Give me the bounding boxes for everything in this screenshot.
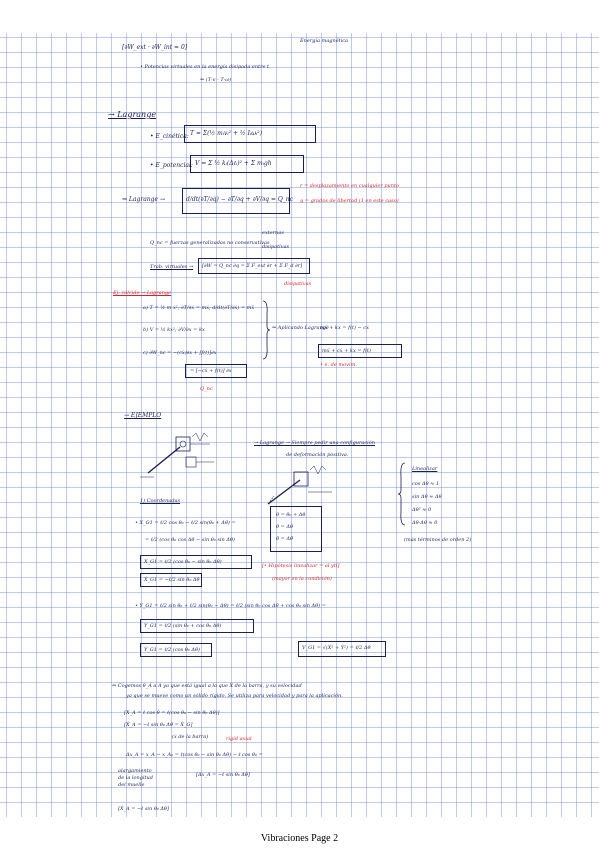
last-line: [Ẋ_A = −ℓ sin θ₀ Δθ̇] <box>118 806 170 812</box>
theta-box <box>270 506 322 552</box>
linealizar-1: cos Δθ ≈ 1 <box>412 481 440 487</box>
lagrange-note-2: de deformación positiva. <box>286 452 349 458</box>
lagrange-equation-box <box>182 188 290 214</box>
delta-side-note: alargamiento de la longitud del muelle <box>118 768 153 788</box>
e-potencial-label: • E_potencial: <box>150 162 193 169</box>
top-right-note: Energía magnética <box>300 38 349 44</box>
top-note: • Potencias virtuales en la energía disi… <box>140 64 270 70</box>
vg1-result-box <box>298 641 386 657</box>
hipotesis-note: (mayor en la condición) <box>272 576 332 582</box>
xg1-equation: • X_G1 = ℓ/2 cos θ₀ − ℓ/2 sin(θ₀ + Δθ) = <box>135 520 236 526</box>
item-c-result-box <box>185 364 247 378</box>
qnc-branch-disipativas: disipativas <box>262 244 290 250</box>
linealizar-title: Linealizar <box>412 466 438 472</box>
yg1-dot-box <box>140 643 212 657</box>
yg1-result: Y_G1 = ℓ/2 (sin θ₀ + cos θ₀ Δθ) <box>144 623 222 629</box>
qnc-branch-externas: externas <box>262 230 284 236</box>
xa-note: (ẋ de la barra) <box>172 734 209 740</box>
qnc-tag: Q_nc <box>200 386 213 392</box>
page-footer: Vibraciones Page 2 <box>260 833 339 844</box>
result-box <box>318 344 402 358</box>
result-equation: mẍ + kx = f(t) − cẋ <box>320 325 369 331</box>
e-cinetica-box <box>184 125 316 143</box>
linealizar-brace <box>397 462 406 526</box>
xg1-dot: Ẋ_G1 = −ℓ/2 sin θ₀ Δθ̇ <box>144 577 200 583</box>
vg1-result: V_G1 = √(Ẋ² + Ẏ²) = ℓ/2 Δθ̇ <box>302 645 371 651</box>
trabajo-virtual-label: Trab. virtuales → <box>150 264 194 270</box>
brace-bracket <box>262 300 271 360</box>
linealizar-note: (más términos de orden 2) <box>404 537 472 543</box>
aplicando-lagrange: ⇒ Aplicando Lagrange <box>272 325 329 331</box>
cogemos-line-1: ⇒ Cogemos θ_A a A ya que está igual a la… <box>112 683 302 689</box>
rigid-note: rígid axial <box>226 736 252 742</box>
lagrange-title: → Lagrange <box>108 110 157 119</box>
hipotesis: [• Hipótesis linealizar = al ytl] <box>262 563 340 569</box>
ejemplo-title: → EJEMPLO <box>124 412 162 419</box>
ejemplo-lagrange: Ej: cálculo → Lagrange <box>113 290 172 296</box>
trabajo-virtual-box <box>198 258 310 274</box>
graph-paper-background <box>0 33 599 817</box>
top-fragment: [∂W_ext · ∂W_int = 0] <box>122 44 188 51</box>
xg1-equation-2: = ℓ/2 (cos θ₀ cos Δθ − sin θ₀ sin Δθ) <box>145 537 235 543</box>
q-definition: r = desplazamiento en cualquier punto <box>300 183 399 189</box>
yg1-equation: • Y_G1 = ℓ/2 sin θ₀ + ℓ/2 sin(θ₀ − Δθ) =… <box>135 603 326 609</box>
item-a: a) T = ½ m ẋ²; ∂T/∂ẋ = mẋ; d/dt(∂T/∂ẋ) =… <box>143 305 255 311</box>
deformed-sketch <box>267 465 332 505</box>
e-potencial-equation: V = Σ ½ kᵢ(Δℓᵢ)² + Σ mᵢgh <box>195 160 272 167</box>
result-note: • e. de movim. <box>320 362 357 368</box>
example-sketch <box>140 432 214 478</box>
lagrange-label: ⇒ Lagrange → <box>122 196 165 203</box>
yg1-dot: Ẏ_G1 = ℓ/2 (cos θ₀ Δθ̇) <box>144 647 200 653</box>
qnc-definition: Q_nc = fuerzas generalizadas no conserva… <box>150 240 270 246</box>
lagrange-equation: d/dt(∂T/∂q̇) − ∂T/∂q + ∂V/∂q = Q_nc <box>186 196 294 203</box>
item-b: b) V = ½ kx²; ∂V/∂x = kx <box>143 327 205 333</box>
theta-2: θ̇ = Δθ̇ <box>276 524 293 530</box>
trabajo-virtual-equation: [∂W = Q_nc ∂q = Σ F_ext ∂r + Σ F_d ∂r] <box>202 263 303 269</box>
xg1-dot-box <box>140 573 202 587</box>
item-c: c) ∂W_nc = −(cẋ)∂x + [f(t)]∂x <box>143 350 217 356</box>
disipativas-note: disipativas <box>284 281 312 287</box>
cogemos-line-2: ya que se mueve como un sólido rígido. S… <box>126 693 343 699</box>
yg1-result-box <box>140 619 254 633</box>
delta-result: [Δx_A = −ℓ sin θ₀ Δθ] <box>196 772 250 778</box>
xa-line-2: [Ẋ_A = −ℓ sin θ₀ Δθ̇ = Ẋ_G] <box>124 722 193 728</box>
delta-line: Δx_A = x_A − x_A₀ = ℓ(cos θ₀ − sin θ₀ Δθ… <box>126 752 263 758</box>
coordenadas-title: 1) Coordenadas <box>140 498 181 504</box>
g-definition: q = grados de libertad (1 en este caso) <box>300 198 399 204</box>
xa-line-1: [X_A = ℓ cos θ = ℓ(cos θ₀ − sin θ₀ Δθ)] <box>124 710 220 716</box>
linealizar-4: Δθ·Δθ ≈ 0 <box>412 520 438 526</box>
xg1-result: X_G1 = ℓ/2 (cos θ₀ − sin θ₀ Δθ) <box>144 559 222 565</box>
top-expression: ⇒ (T·v - T·ω) <box>200 77 232 83</box>
item-c-result: = [−cẋ + f(t)] ∂x <box>190 368 232 374</box>
lagrange-note-1: → Lagrange → Siempre pedir una configura… <box>254 440 376 446</box>
theta-1: θ = θ₀ + Δθ <box>276 512 306 518</box>
result-box-text: mẍ + cẋ + kx = f(t) <box>322 348 371 354</box>
e-potencial-box <box>190 155 304 173</box>
theta-3: θ̈ = Δθ̈ <box>276 536 293 542</box>
linealizar-2: sin Δθ ≈ Δθ <box>412 494 442 500</box>
e-cinetica-label: • E_cinética: <box>150 133 189 140</box>
linealizar-3: Δθ² ≈ 0 <box>412 507 432 513</box>
xg1-result-box <box>140 555 252 569</box>
e-cinetica-equation: T = Σ(½ mᵢvᵢ² + ½ Iᵢωᵢ²) <box>190 130 263 137</box>
